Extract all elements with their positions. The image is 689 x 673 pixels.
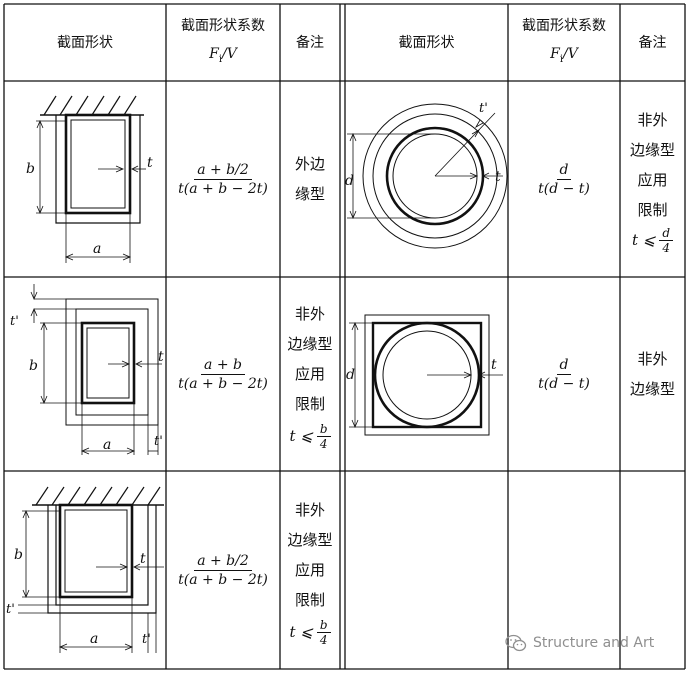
header-shape-right: 截面形状: [345, 4, 508, 81]
row2-condition-den: 4: [319, 436, 328, 451]
row2-formula: a + b t(a + b − 2t): [175, 357, 271, 392]
row5-formula-numerator: d: [556, 357, 572, 375]
row1-formula: a + b/2 t(a + b − 2t): [175, 162, 271, 197]
row3-label-t-prime-bottom: t': [142, 632, 151, 647]
row3-formula-cell: a + b/2 t(a + b − 2t): [166, 471, 280, 669]
row1-note-cell: 外边 缘型: [280, 81, 340, 277]
row1-formula-cell: a + b/2 t(a + b − 2t): [166, 81, 280, 277]
header-factor-left-text: 截面形状系数: [181, 17, 265, 34]
row1-section-diagram: b t a: [26, 95, 153, 263]
header-factor-right-symbol: Fi/V: [550, 45, 578, 65]
header-note-right-text: 备注: [638, 34, 667, 51]
row4-note-line-2: 边缘型: [629, 140, 675, 159]
wechat-icon: [505, 634, 527, 652]
row3-condition-num: b: [316, 619, 331, 633]
row5-note-line-2: 边缘型: [629, 380, 675, 398]
row1-note-line-2: 缘型: [294, 185, 325, 203]
row5-formula-cell: d t(d − t): [508, 277, 620, 471]
row5-label-d: d: [346, 367, 355, 383]
row2-note-line-3: 应用: [294, 364, 325, 383]
row5-note-line-1: 非外: [637, 350, 668, 368]
row2-formula-cell: a + b t(a + b − 2t): [166, 277, 280, 471]
row4-condition: t ⩽ d 4: [631, 227, 674, 255]
row2-condition-num: b: [316, 423, 331, 437]
row3-label-b: b: [14, 547, 23, 563]
row3-section-diagram: b t t' a t': [6, 486, 164, 653]
row3-condition-den: 4: [319, 632, 328, 647]
row4-label-t-prime: t': [479, 101, 488, 116]
row3-condition: t ⩽ b 4: [289, 619, 331, 647]
header-factor-left: 截面形状系数 Fi/V: [166, 4, 280, 81]
row3-condition-lhs: t ⩽: [289, 622, 313, 641]
row2-label-t: t: [158, 349, 164, 365]
row3-label-t: t: [140, 551, 146, 567]
row5-formula: d t(d − t): [535, 357, 593, 392]
watermark: Structure and Art: [505, 634, 654, 652]
row1-formula-denominator: t(a + b − 2t): [178, 180, 268, 197]
row4-formula-cell: d t(d − t): [508, 81, 620, 277]
row2-note-cell: 非外 边缘型 应用 限制 t ⩽ b 4: [280, 277, 340, 471]
row3-note-line-3: 应用: [294, 560, 325, 579]
row5-formula-denominator: t(d − t): [538, 375, 590, 392]
row3-note-line-2: 边缘型: [287, 530, 333, 549]
row2-note-line-2: 边缘型: [287, 334, 333, 353]
watermark-text: Structure and Art: [533, 635, 655, 651]
header-note-right: 备注: [620, 4, 685, 81]
row4-label-t: t: [495, 169, 501, 185]
header-shape-left: 截面形状: [4, 4, 166, 81]
header-note-left: 备注: [280, 4, 340, 81]
row3-condition-frac: b 4: [316, 619, 331, 647]
row5-note-cell: 非外 边缘型: [620, 277, 685, 471]
header-factor-right-text: 截面形状系数: [522, 17, 606, 34]
row4-formula-numerator: d: [556, 162, 572, 180]
row3-note-line-1: 非外: [294, 500, 325, 519]
row1-label-b: b: [26, 161, 35, 177]
row3-label-a: a: [90, 631, 98, 647]
row2-formula-numerator: a + b: [201, 357, 245, 375]
row1-note-line-1: 外边: [294, 155, 325, 173]
header-shape-left-text: 截面形状: [57, 34, 113, 51]
row2-label-t-prime-bottom: t': [154, 434, 163, 449]
row4-formula-denominator: t(d − t): [538, 180, 590, 197]
row3-label-t-prime-left: t': [6, 602, 15, 617]
row3-formula-numerator: a + b/2: [194, 553, 252, 571]
row3-formula-denominator: t(a + b − 2t): [178, 571, 268, 588]
row2-condition-frac: b 4: [316, 423, 331, 451]
row4-condition-num: d: [659, 227, 674, 241]
row2-note-line-4: 限制: [294, 394, 325, 413]
row5-label-t: t: [491, 357, 497, 373]
header-shape-right-text: 截面形状: [398, 34, 455, 51]
row4-formula: d t(d − t): [535, 162, 593, 197]
header-factor-right: 截面形状系数 Fi/V: [508, 4, 620, 81]
row4-condition-lhs: t ⩽: [631, 230, 656, 249]
row2-label-b: b: [29, 358, 38, 374]
row4-label-d: d: [345, 173, 354, 189]
row2-label-t-prime-top: t': [10, 314, 19, 329]
row1-label-a: a: [93, 241, 101, 257]
row4-note-cell: 非外 边缘型 应用 限制 t ⩽ d 4: [620, 81, 685, 277]
row2-condition-lhs: t ⩽: [289, 426, 313, 445]
row2-condition: t ⩽ b 4: [289, 423, 331, 451]
row4-condition-frac: d 4: [659, 227, 674, 255]
header-factor-left-symbol: Fi/V: [209, 45, 237, 65]
row2-note-line-1: 非外: [294, 304, 325, 323]
row4-section-diagram: t' d t: [345, 101, 508, 249]
row3-note-line-4: 限制: [294, 590, 325, 609]
row5-section-diagram: d t: [346, 314, 503, 436]
row2-label-a: a: [103, 437, 111, 453]
header-note-left-text: 备注: [296, 34, 324, 51]
row4-note-line-3: 应用: [637, 170, 668, 189]
row4-note-line-1: 非外: [637, 110, 668, 129]
row3-formula: a + b/2 t(a + b − 2t): [175, 553, 271, 588]
row4-note-line-4: 限制: [637, 200, 668, 219]
row2-section-diagram: t' b t a t': [10, 284, 164, 455]
row2-formula-denominator: t(a + b − 2t): [178, 375, 268, 392]
row1-formula-numerator: a + b/2: [194, 162, 252, 180]
row3-note-cell: 非外 边缘型 应用 限制 t ⩽ b 4: [280, 471, 340, 669]
row4-condition-den: 4: [662, 240, 670, 255]
row1-label-t: t: [147, 155, 153, 171]
